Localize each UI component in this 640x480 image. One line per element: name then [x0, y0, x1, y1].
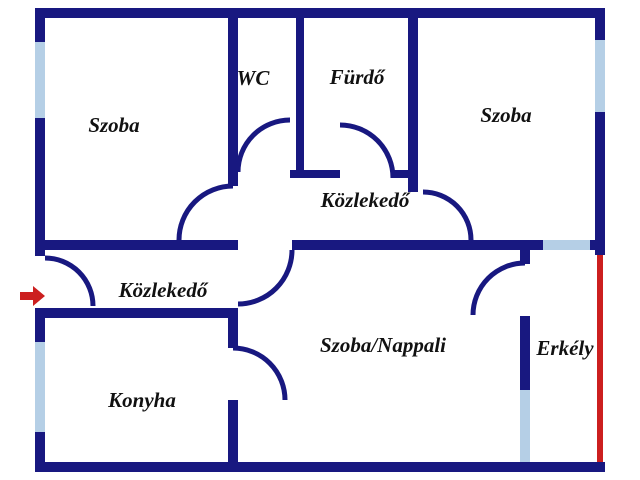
wall-left-seg4 — [35, 432, 45, 472]
room-labels: Szoba WC Fürdő Szoba Közlekedő Közlekedő… — [88, 65, 594, 412]
wall-left-seg2 — [35, 118, 45, 256]
wall-left-seg3 — [35, 308, 45, 342]
wall-right-seg1 — [595, 8, 605, 40]
red-elements — [20, 255, 603, 462]
room-label-szoba-top-right: Szoba — [480, 103, 531, 127]
door-arc-szoba-right — [422, 189, 474, 241]
wall-bottom — [35, 462, 605, 472]
wall-furdo-szoba — [408, 18, 418, 192]
room-label-furdo: Fürdő — [329, 65, 386, 89]
balcony-open-edge — [597, 255, 603, 462]
door-arc-szoba-left — [176, 183, 234, 241]
room-label-szoba-top-left: Szoba — [88, 113, 139, 137]
wall-wc-furdo-bottom-seg1 — [290, 170, 340, 178]
room-label-kozlekedo-left: Közlekedő — [118, 278, 209, 302]
wall-top — [35, 8, 605, 18]
wall-main-horizontal-right — [292, 240, 530, 250]
window-nappali-erkely — [520, 390, 530, 462]
window-szoba-left — [35, 42, 45, 118]
door-arc-erkely — [470, 260, 526, 316]
room-label-erkely: Erkély — [535, 336, 594, 360]
window-szoba-right — [595, 40, 605, 112]
wall-erkely-top-stub-right — [590, 240, 595, 250]
wall-wc-furdo — [296, 18, 304, 170]
wall-kozlekedo-konyha — [35, 308, 238, 318]
room-label-kozlekedo-middle: Közlekedő — [320, 188, 411, 212]
wall-szoba-wc — [228, 18, 238, 186]
room-label-szoba-nappali: Szoba/Nappali — [320, 333, 446, 357]
windows — [35, 40, 605, 462]
room-label-konyha: Konyha — [107, 388, 176, 412]
wall-konyha-nappali-seg2 — [228, 400, 238, 462]
door-arc-furdo — [339, 122, 396, 179]
wall-erkely-top-stub-left — [528, 240, 543, 250]
room-label-wc: WC — [237, 66, 271, 90]
window-szoba-erkely — [543, 240, 590, 250]
door-arc-konyha — [232, 345, 288, 401]
door-arc-nappali — [237, 249, 295, 307]
wall-left-seg1 — [35, 8, 45, 42]
wall-nappali-erkely-seg2 — [520, 316, 530, 390]
wall-wc-furdo-bottom-seg2 — [393, 170, 418, 178]
wall-konyha-nappali-seg1 — [228, 318, 238, 348]
wall-right-seg2 — [595, 112, 605, 255]
outer-walls — [35, 8, 605, 472]
door-arc-entrance — [44, 255, 96, 307]
entrance-arrow-icon — [20, 286, 45, 306]
door-arcs — [44, 117, 526, 401]
wall-nappali-erkely-seg1 — [520, 250, 530, 264]
door-arc-wc — [235, 117, 291, 173]
wall-main-horizontal-left — [35, 240, 238, 250]
interior-walls — [35, 18, 595, 462]
window-konyha — [35, 342, 45, 432]
